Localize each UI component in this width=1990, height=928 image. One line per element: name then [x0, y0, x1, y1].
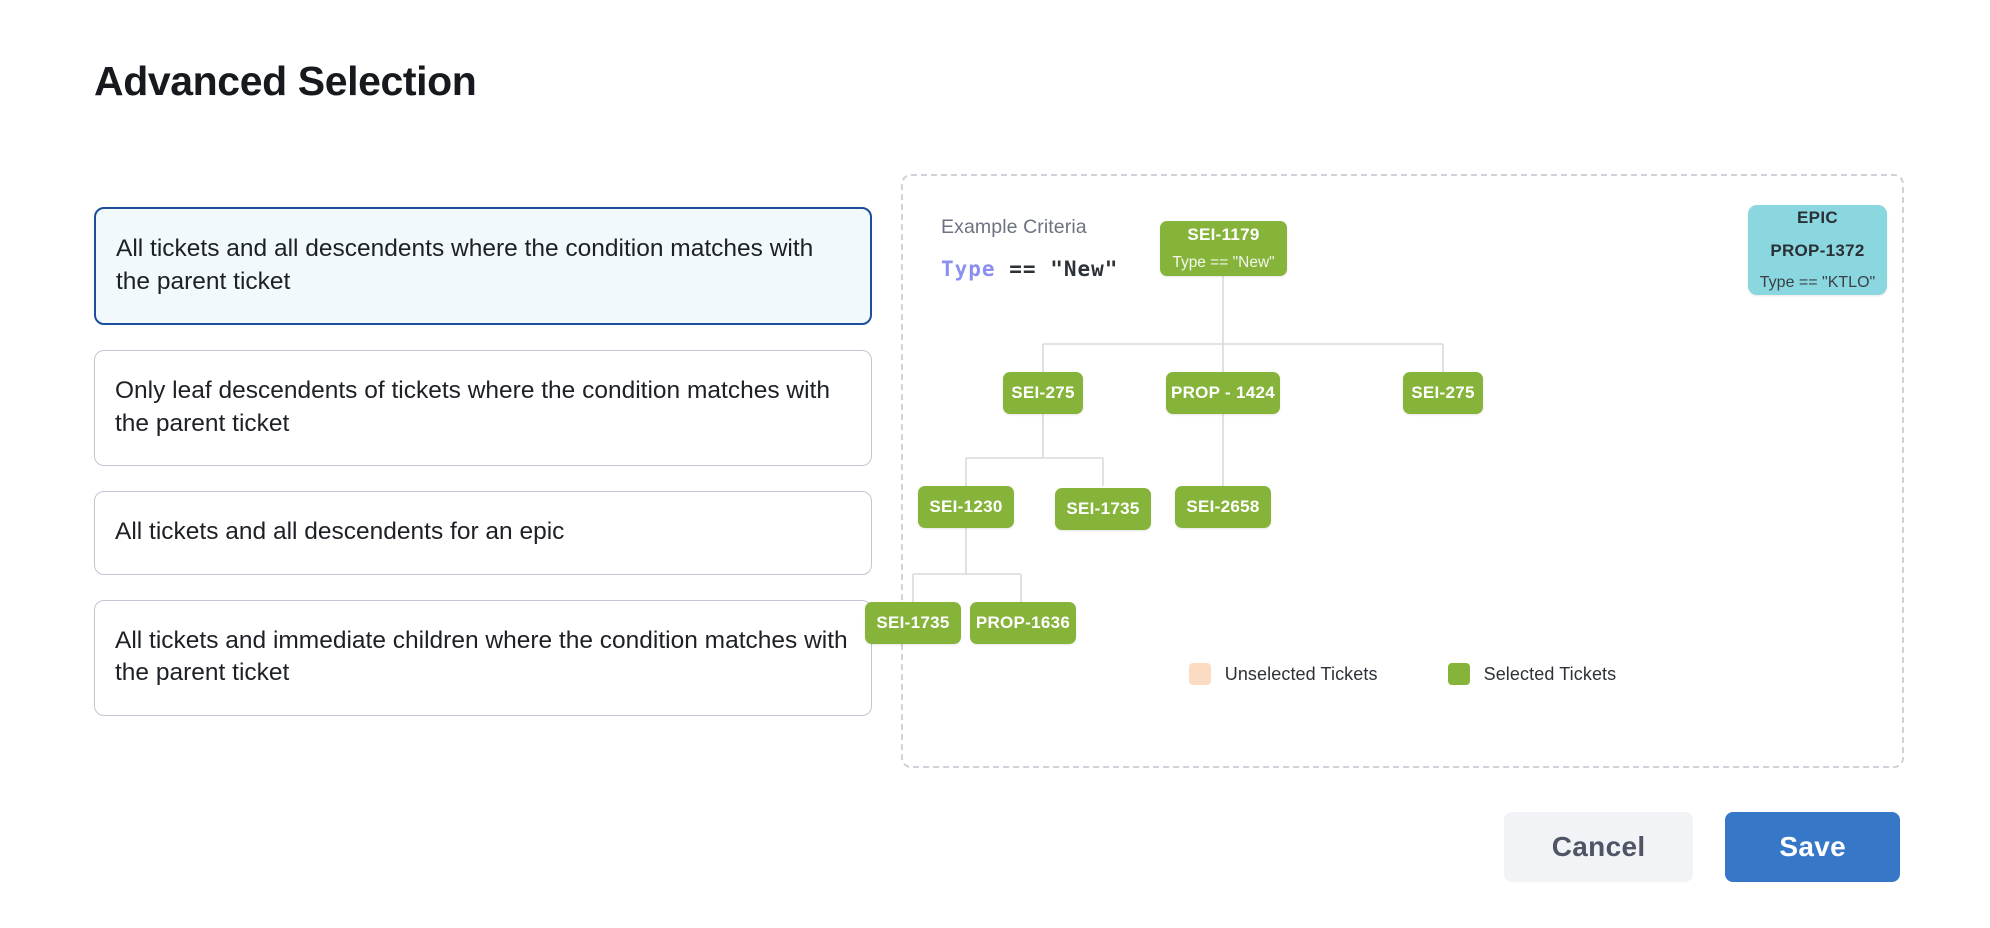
option-label: All tickets and immediate children where…	[115, 626, 848, 687]
tree-node-label: SEI-275	[1411, 383, 1475, 402]
legend-item-selected: Selected Tickets	[1447, 663, 1617, 685]
legend-label: Unselected Tickets	[1224, 663, 1378, 684]
tree-node-label: SEI-2658	[1186, 497, 1260, 516]
legend-swatch-selected	[1447, 663, 1470, 685]
epic-condition: Type == "KTLO"	[1759, 274, 1876, 291]
tree-node-sei-275-left[interactable]: SEI-275	[1003, 372, 1083, 414]
tree-node-label: PROP-1636	[975, 613, 1071, 632]
option-card-leaf-descendents[interactable]: Only leaf descendents of tickets where t…	[94, 350, 872, 467]
tree-node-sei-1230[interactable]: SEI-1230	[918, 486, 1014, 528]
tree-node-sei-2658[interactable]: SEI-2658	[1175, 486, 1271, 528]
option-label: All tickets and all descendents where th…	[116, 235, 814, 295]
criteria-operator: ==	[1009, 257, 1037, 281]
tree-node-sei-1735-row3[interactable]: SEI-1735	[1055, 488, 1151, 530]
option-card-all-descendents[interactable]: All tickets and all descendents where th…	[94, 207, 872, 326]
tree-node-sei-275-right[interactable]: SEI-275	[1403, 372, 1483, 414]
tree-node-label: SEI-1735	[1066, 499, 1140, 518]
epic-key-label: PROP-1372	[1770, 241, 1865, 260]
tree-node-label: SEI-1735	[876, 613, 950, 632]
tree-node-prop-1636[interactable]: PROP-1636	[970, 602, 1076, 644]
tree-node-label: SEI-275	[1011, 383, 1075, 402]
ticket-tree: SEI-1179 Type == "New" EPIC PROP-1372 Ty…	[865, 176, 1902, 766]
tree-connectors	[912, 276, 1444, 602]
example-criteria-block: Example Criteria Type == "New"	[941, 216, 1118, 281]
tree-node-root[interactable]: SEI-1179 Type == "New"	[1160, 221, 1287, 276]
tree-node-condition: Type == "New"	[1172, 254, 1275, 271]
dialog-footer: Cancel Save	[1503, 812, 1900, 882]
tree-node-epic[interactable]: EPIC PROP-1372 Type == "KTLO"	[1748, 205, 1887, 295]
page-title: Advanced Selection	[94, 58, 477, 104]
option-label: All tickets and all descendents for an e…	[115, 518, 565, 546]
option-card-immediate-children[interactable]: All tickets and immediate children where…	[94, 599, 872, 717]
criteria-expression: Type == "New"	[941, 257, 1118, 281]
criteria-field: Type	[941, 257, 996, 281]
cancel-button[interactable]: Cancel	[1503, 812, 1694, 882]
criteria-value: "New"	[1050, 257, 1119, 281]
tree-node-prop-1424[interactable]: PROP - 1424	[1166, 372, 1280, 414]
legend-swatch-unselected	[1188, 663, 1211, 685]
option-label: Only leaf descendents of tickets where t…	[115, 377, 830, 437]
tree-node-label: SEI-1230	[929, 497, 1003, 516]
criteria-label: Example Criteria	[941, 216, 1087, 238]
tree-node-label: SEI-1179	[1187, 225, 1260, 244]
legend-item-unselected: Unselected Tickets	[1188, 663, 1378, 685]
selection-options-list: All tickets and all descendents where th…	[94, 207, 872, 741]
legend-label: Selected Tickets	[1483, 663, 1617, 684]
example-diagram-panel: Example Criteria Type == "New"	[865, 174, 1904, 768]
save-button[interactable]: Save	[1725, 812, 1900, 882]
diagram-legend: Unselected Tickets Selected Tickets	[903, 663, 1902, 685]
epic-kind-label: EPIC	[1797, 208, 1838, 227]
option-card-epic-descendents[interactable]: All tickets and all descendents for an e…	[94, 491, 872, 575]
tree-node-sei-1735-row4[interactable]: SEI-1735	[865, 602, 961, 644]
tree-node-label: PROP - 1424	[1170, 383, 1276, 402]
